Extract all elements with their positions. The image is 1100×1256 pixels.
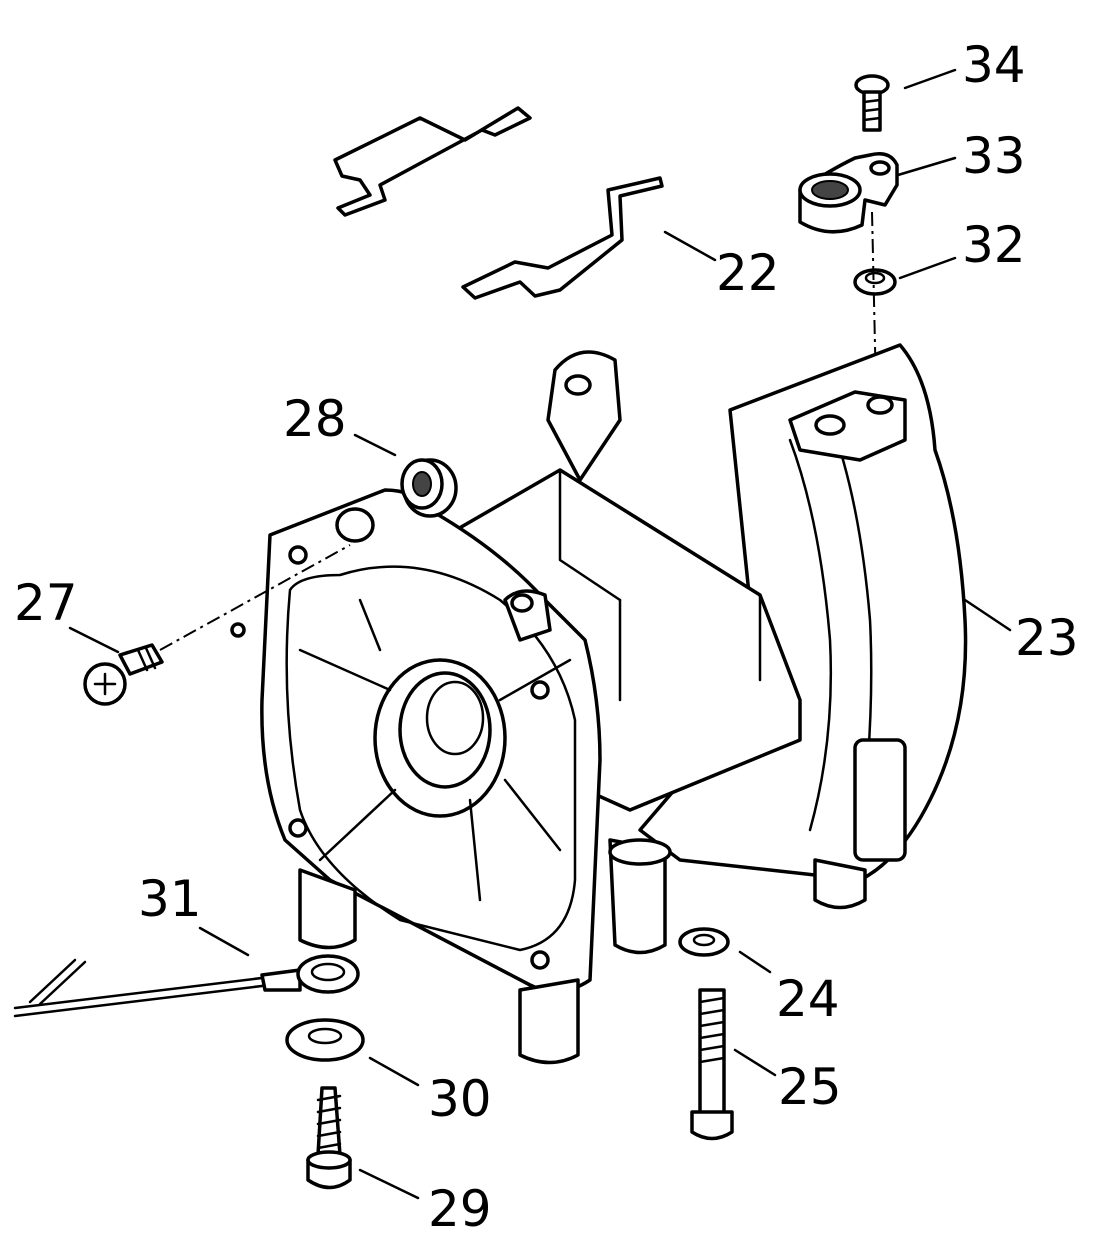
leader-28 [353, 433, 397, 457]
callout-28: 28 [283, 390, 347, 448]
part-28-bushing [400, 458, 458, 518]
part-27-screw [83, 643, 164, 706]
part-25-bolt [690, 988, 734, 1141]
part-22-lower-bracket [461, 176, 664, 300]
leader-30 [368, 1056, 420, 1087]
axis-line-27 [159, 544, 351, 651]
part-32-washer [853, 268, 897, 296]
leader-33 [896, 156, 957, 177]
callout-29: 29 [428, 1180, 492, 1238]
callout-34: 34 [962, 36, 1026, 94]
part-24-washer [678, 927, 730, 957]
part-34-screw [854, 74, 890, 132]
callout-31: 31 [138, 870, 202, 928]
callout-30: 30 [428, 1070, 492, 1128]
leader-27 [68, 626, 120, 654]
callout-23: 23 [1015, 609, 1079, 667]
callout-32: 32 [962, 216, 1026, 274]
callout-25: 25 [778, 1058, 842, 1116]
callout-33: 33 [962, 127, 1026, 185]
leader-25 [733, 1048, 777, 1077]
part-31-ground-wire [13, 954, 360, 1018]
part-30-washer [285, 1018, 365, 1062]
leader-24 [738, 950, 772, 974]
leader-34 [903, 68, 957, 90]
callout-24: 24 [776, 970, 840, 1028]
leader-22 [663, 230, 717, 262]
leader-29 [358, 1168, 420, 1200]
part-33-bushing-bracket [798, 152, 899, 234]
part-23-housing [230, 343, 968, 1065]
leader-32 [898, 256, 957, 280]
callout-27: 27 [14, 574, 78, 632]
callout-22: 22 [716, 244, 780, 302]
leader-23 [963, 598, 1012, 632]
part-29-screw [306, 1086, 352, 1190]
part-22-upper-bracket [333, 106, 532, 217]
leader-31 [198, 926, 250, 957]
